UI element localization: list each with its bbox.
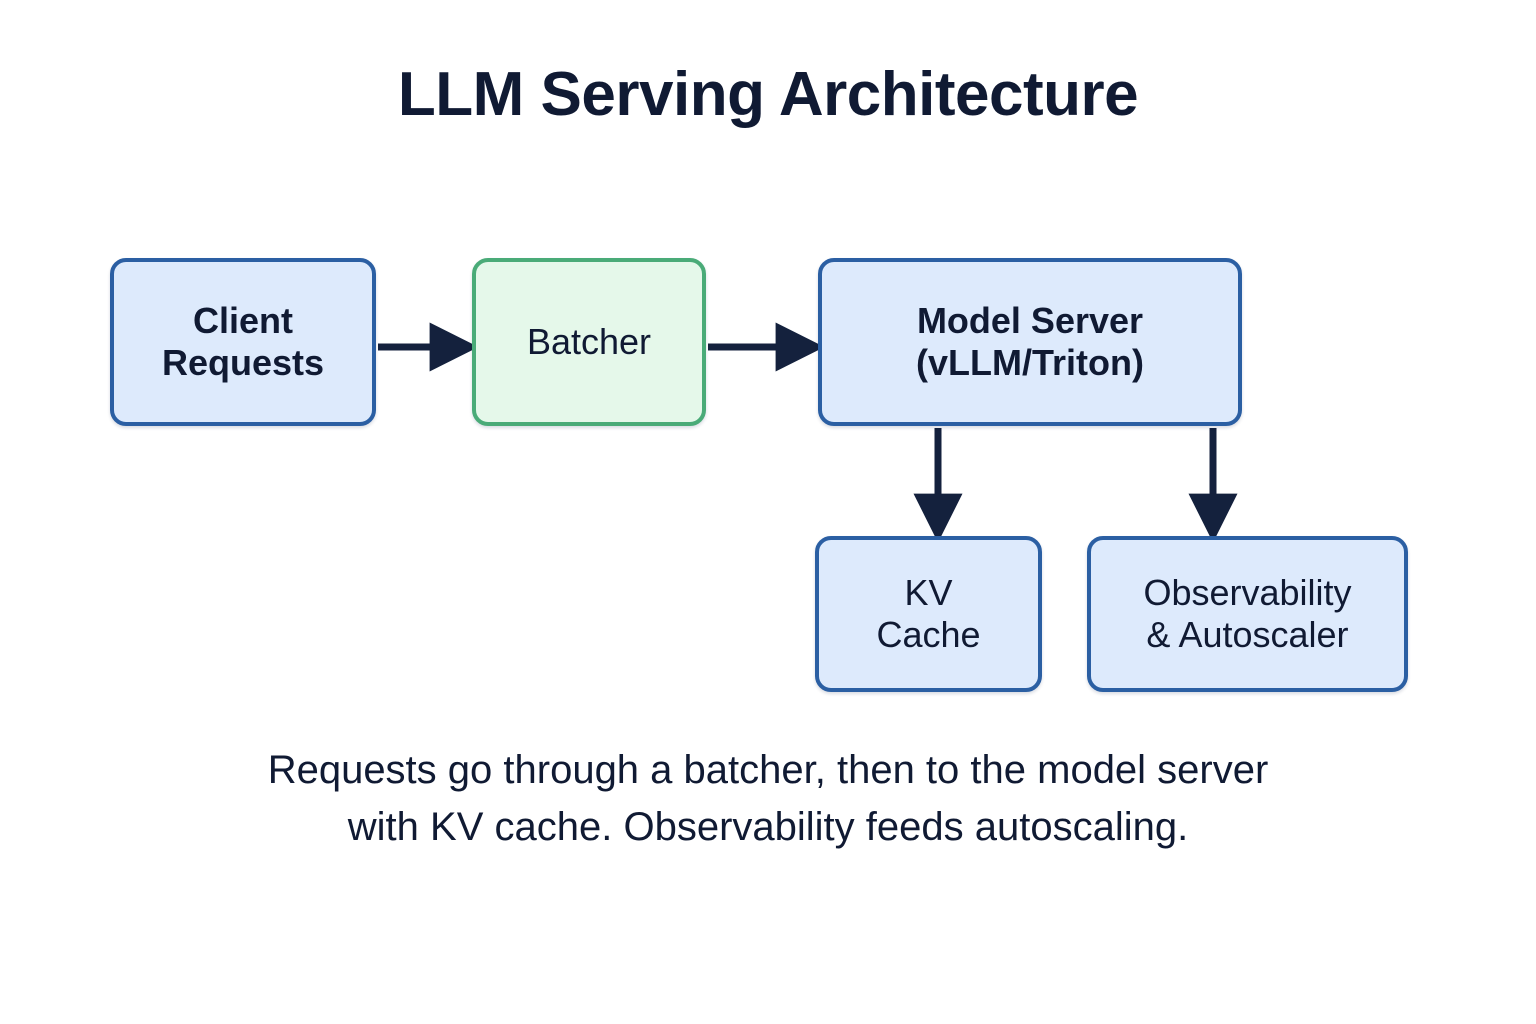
node-kv-cache[interactable]: KV Cache (815, 536, 1042, 692)
node-model-server[interactable]: Model Server (vLLM/Triton) (818, 258, 1242, 426)
page-title: LLM Serving Architecture (397, 60, 1139, 129)
node-batcher[interactable]: Batcher (472, 258, 706, 426)
diagram-caption: Requests go through a batcher, then to t… (267, 748, 1269, 849)
node-client-requests[interactable]: Client Requests (110, 258, 376, 426)
node-observability-autoscaler[interactable]: Observability & Autoscaler (1087, 536, 1408, 692)
